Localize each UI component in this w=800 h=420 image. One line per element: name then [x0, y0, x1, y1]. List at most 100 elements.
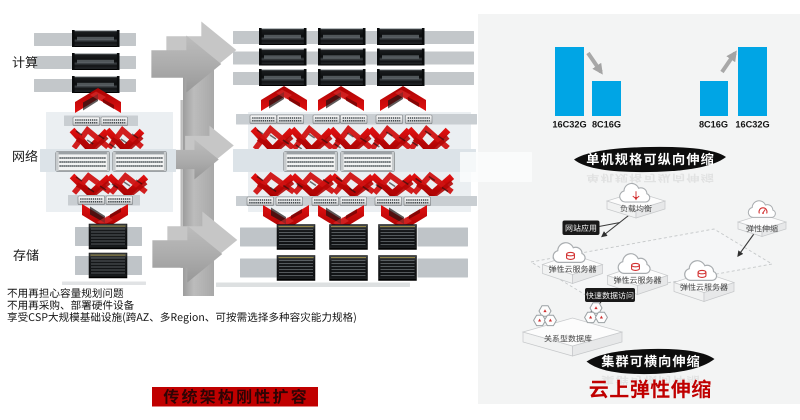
switch-icon [100, 116, 129, 127]
ecs-cloud-icon [617, 253, 651, 274]
ecs-label-1 [549, 265, 597, 273]
layer-label-compute [12, 56, 38, 69]
bar-8c16g-up [700, 81, 728, 116]
switch-icon [339, 114, 368, 125]
note-line-1 [7, 288, 124, 298]
server-icon [318, 69, 366, 86]
layer-label-network [13, 149, 38, 162]
ecs-cloud-icon [552, 242, 586, 263]
switch-icon [77, 195, 106, 206]
connector-column-edge [180, 100, 183, 268]
cloud-architecture [521, 182, 788, 357]
load-balancer-label [620, 204, 652, 213]
fast-data-access-label [586, 291, 634, 300]
scale-out-arrow-network [170, 125, 234, 180]
web-app-label-text: 网站应用 [565, 223, 597, 233]
switch-icon [339, 196, 368, 207]
mid-storage-stub-r1 [417, 258, 468, 278]
cluster-plane [529, 228, 774, 298]
bar-8c16g-down [592, 81, 621, 116]
core-switch-icon [283, 151, 339, 172]
server-icon [259, 48, 307, 66]
core-row-extension [460, 152, 532, 182]
load-balancer-cloud-icon [619, 182, 651, 203]
core-switch-icon [55, 151, 111, 172]
bar-16c32g-down [555, 47, 584, 116]
vertical-banner-label [586, 152, 714, 166]
auto-scaling-label [746, 224, 778, 233]
note-line-2 [7, 300, 134, 310]
storage-icon [378, 224, 417, 250]
note-line-2-text: 不用再采购、部署硬件设备 [7, 299, 135, 312]
note-line-3-text: 享受CSP大规模基础设施(跨AZ、多Region、可按需选择多种容灾能力规格) [7, 311, 358, 324]
left-storage-stub-r1 [126, 256, 142, 275]
storage-icon [329, 224, 368, 250]
core-switch-icon [340, 151, 396, 172]
database-label-text: 关系型数据库 [544, 334, 592, 344]
vertical-banner-reflection [586, 173, 714, 183]
left-storage-stub-l1 [75, 256, 90, 275]
horizontal-banner-label-text: 集群可横向伸缩 [603, 353, 696, 369]
mid-storage-stub-l0 [240, 227, 277, 247]
left-topology-shadow [62, 281, 146, 285]
storage-icon [88, 252, 128, 279]
vertical-scaling-charts: 16C32G 8C16G 8C16G 16C32G [552, 47, 770, 130]
mid-mesh-lower [250, 171, 455, 199]
server-icon [377, 48, 425, 66]
left-storage-stub-r0 [126, 227, 142, 246]
bar-label-8c16g-up: 8C16G [699, 120, 728, 130]
server-icon [377, 28, 425, 45]
vertical-banner-label-text: 单机规格可纵向伸缩 [591, 151, 710, 167]
note-line-1-text: 不用再担心容量规划问题 [7, 287, 124, 300]
right-caption-text: 云上弹性伸缩 [590, 378, 710, 402]
scale-down-arrow-icon [586, 51, 603, 75]
horizontal-banner-label [601, 354, 700, 368]
server-icon [72, 53, 120, 70]
scale-out-arrow-storage [152, 211, 238, 283]
server-icon [318, 48, 366, 66]
server-icon [72, 30, 120, 47]
bar-label-8c16g-down: 8C16G [592, 120, 621, 130]
storage-icon [378, 255, 417, 281]
layer-label-network-text: 网络 [12, 149, 38, 164]
ecs-label-3-text: 弹性云服务器 [680, 282, 728, 292]
switch-icon [375, 114, 404, 125]
storage-icon [329, 255, 368, 281]
switch-icon [312, 114, 341, 125]
database-label [544, 334, 592, 343]
core-switch-icon [112, 151, 168, 172]
switch-icon [404, 114, 433, 125]
scaling-to-cluster-arrow [737, 230, 757, 257]
middle-topology [216, 28, 477, 287]
switch-icon [72, 116, 101, 127]
left-caption [163, 388, 307, 405]
mid-storage-stub-r0 [417, 227, 468, 247]
layer-label-storage [13, 249, 39, 261]
storage-icon [88, 223, 128, 250]
left-mesh-lower [69, 172, 149, 199]
left-topology [34, 30, 176, 285]
ecs-label-2-text: 弹性云服务器 [614, 275, 662, 285]
note-line-3 [7, 312, 356, 324]
switch-icon [311, 196, 340, 207]
bar-label-16c32g-up: 16C32G [735, 120, 769, 130]
layer-label-storage-text: 存储 [13, 248, 39, 263]
left-caption-text: 传统架构刚性扩容 [170, 388, 299, 407]
fast-data-access-label-text: 快速数据访问 [586, 291, 634, 301]
auto-scaling-cloud-icon [747, 200, 776, 218]
ecs-label-1-text: 弹性云服务器 [549, 264, 597, 274]
storage-icon [276, 255, 316, 281]
server-icon [377, 69, 425, 86]
left-storage-stub-l0 [75, 227, 90, 246]
switch-icon [403, 196, 432, 207]
lb-to-cluster-arrow [601, 211, 634, 238]
ecs-cloud-icon [684, 260, 718, 281]
switch-icon [249, 114, 278, 125]
switch-icon [374, 196, 403, 207]
ecs-label-3 [680, 283, 728, 291]
layer-label-compute-text: 计算 [12, 55, 38, 70]
auto-scaling-label-text: 弹性伸缩 [746, 224, 778, 234]
switch-icon [276, 114, 305, 125]
switch-icon [246, 196, 275, 207]
